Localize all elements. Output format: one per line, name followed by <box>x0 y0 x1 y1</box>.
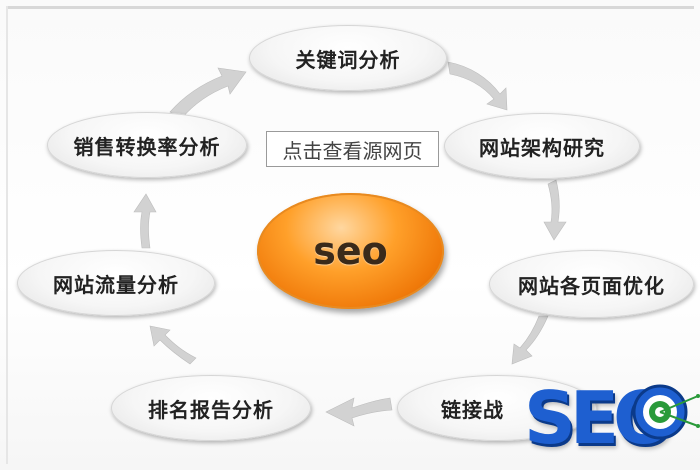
arrow-7 <box>169 67 247 119</box>
node-conversion-analysis: 销售转换率分析 <box>47 112 247 178</box>
arrow-4 <box>325 397 393 427</box>
node-site-architecture: 网站架构研究 <box>444 113 640 179</box>
arrow-3 <box>511 315 549 365</box>
seo-logo: SEO <box>520 374 700 470</box>
arrow-5 <box>149 325 197 365</box>
top-border <box>6 6 694 9</box>
view-source-link[interactable]: 点击查看源网页 <box>266 131 439 167</box>
node-label: 销售转换率分析 <box>73 134 221 159</box>
node-label: 链接战 <box>441 397 504 422</box>
view-source-label: 点击查看源网页 <box>282 138 423 163</box>
node-label: 网站架构研究 <box>479 135 605 160</box>
arrow-6 <box>133 193 157 249</box>
node-keyword-analysis: 关键词分析 <box>249 25 447 91</box>
left-border <box>6 6 8 464</box>
center-seo-ellipse: seo <box>257 193 444 309</box>
node-label: 排名报告分析 <box>148 397 274 422</box>
node-traffic-analysis: 网站流量分析 <box>17 250 215 316</box>
node-page-optimization: 网站各页面优化 <box>489 250 694 318</box>
node-label: 关键词分析 <box>295 47 401 72</box>
node-label: 网站各页面优化 <box>518 273 665 298</box>
arrow-2 <box>543 179 567 241</box>
node-label: 网站流量分析 <box>53 272 179 297</box>
center-seo-label: seo <box>313 229 388 273</box>
arrow-1 <box>447 61 508 111</box>
node-ranking-report: 排名报告分析 <box>111 375 311 441</box>
node-link-strategy: 链接战 <box>397 375 597 441</box>
target-icon <box>632 384 700 440</box>
